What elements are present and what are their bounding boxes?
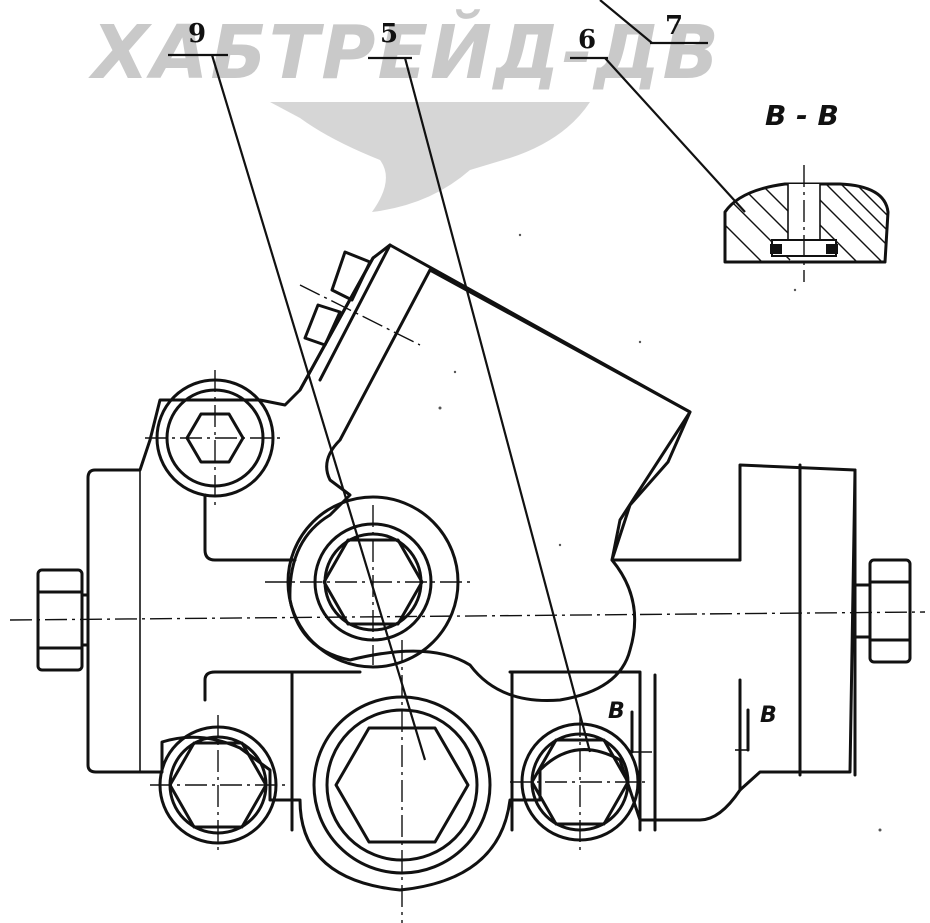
section-title: B - B [765,99,839,132]
watermark-text: ХАБТРЕЙД-ДВ [88,8,721,96]
section-marker-right: B [760,703,777,728]
nut-right [853,558,912,664]
bolt-center [265,495,470,669]
middle-block [290,670,514,832]
upper-channel [203,478,742,562]
lower-channel [203,670,742,832]
section-markers: B B [608,699,777,754]
cover-centerline [299,284,421,346]
section-detail: B - B [723,99,890,282]
scan-specks [438,233,882,832]
callout-9: 9 [168,19,427,761]
cover-screw-1 [330,250,372,302]
callout-label-5: 5 [380,19,398,49]
section-marker-left: B [608,699,625,724]
housing-outline [86,243,857,892]
bolt-lower-right [510,715,650,855]
callout-6: 6 [570,25,746,213]
watermark-gear-logo [270,102,590,212]
main-centerline [9,611,926,621]
center-boss [288,268,692,703]
cover-screw-2 [303,303,342,347]
bolt-upper-left [145,370,285,510]
valve-housing [86,243,857,892]
callout-7: 7 [599,0,708,45]
callout-5: 5 [368,19,592,753]
angled-cover [298,243,421,392]
callout-label-9: 9 [188,19,206,49]
bolt-lower-left [150,715,290,855]
callout-label-6: 6 [578,25,596,55]
watermark: ХАБТРЕЙД-ДВ [88,8,721,212]
callout-label-7: 7 [665,11,683,41]
seal-ring-left [770,244,782,254]
seal-ring-right [826,244,838,254]
right-flange [798,463,857,777]
